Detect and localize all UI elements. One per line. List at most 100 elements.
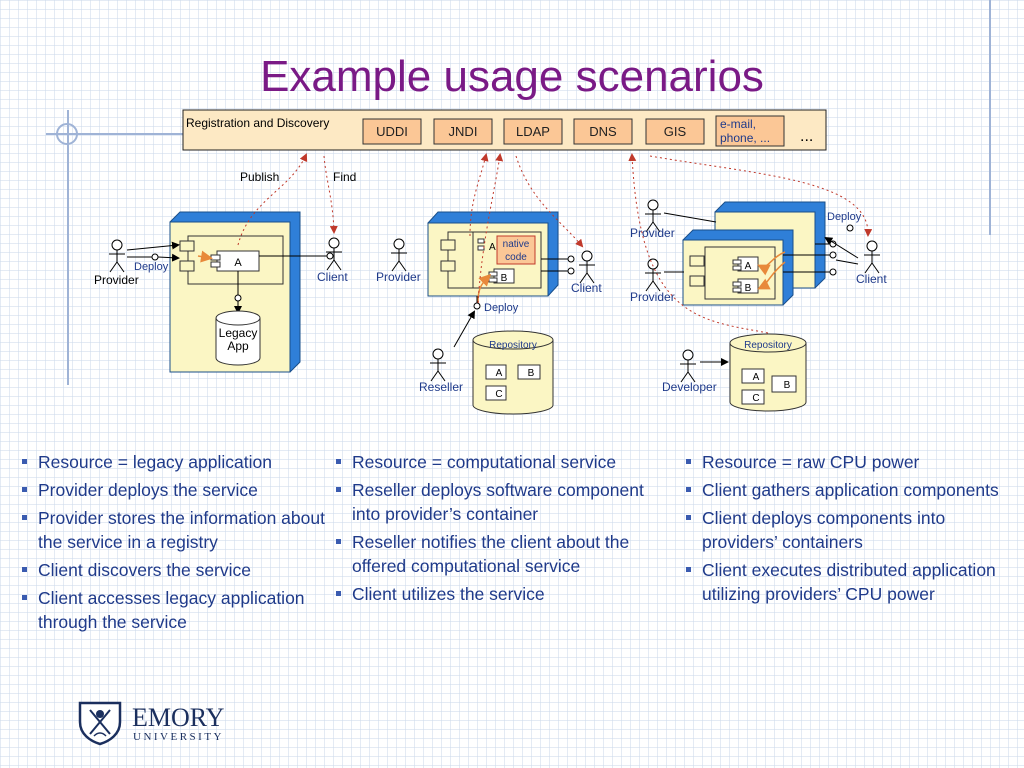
logo-subtitle: UNIVERSITY [133, 731, 224, 743]
client-actor-3 [864, 240, 880, 274]
list-item: Reseller deploys software component into… [334, 478, 669, 526]
client-actor-2 [579, 250, 595, 284]
svg-text:code: code [505, 252, 527, 263]
svg-text:phone, ...: phone, ... [720, 131, 770, 145]
logo-wordmark: EMORY [132, 703, 225, 732]
svg-text:A: A [496, 368, 503, 379]
svg-text:A: A [489, 242, 496, 253]
provider-actor-1 [109, 239, 125, 273]
native-code-box: native code [496, 235, 536, 265]
decor-vertical-line-left [67, 110, 69, 385]
bullet-icon [686, 459, 691, 464]
provider-container-3b [682, 239, 784, 306]
list-item: Client discovers the service [20, 558, 325, 582]
svg-text:C: C [752, 393, 759, 404]
list-item: Resource = legacy application [20, 450, 325, 474]
registry-bar: Registration and Discovery UDDI JNDI LDA… [182, 109, 827, 151]
usage-scenarios-diagram: Registration and Discovery UDDI JNDI LDA… [94, 109, 887, 415]
svg-text:B: B [528, 368, 535, 379]
client-label-2: Client [571, 281, 602, 295]
provider-label-3b: Provider [630, 290, 675, 304]
page-title: Example usage scenarios [260, 52, 764, 101]
client-label-3: Client [856, 272, 887, 286]
list-item: Client deploys components into providers… [684, 506, 999, 554]
bullet-icon [22, 567, 27, 572]
bullets-computational: Resource = computational service Reselle… [334, 450, 669, 610]
shield-icon [78, 701, 122, 746]
svg-text:DNS: DNS [589, 124, 617, 139]
deploy-label-3: Deploy [827, 211, 862, 223]
bullet-icon [336, 539, 341, 544]
service-jndi[interactable]: JNDI [433, 118, 493, 145]
bullet-icon [686, 487, 691, 492]
decor-circle [56, 123, 78, 145]
publish-label: Publish [240, 170, 279, 184]
component-b-3: B [732, 278, 759, 294]
provider-actor-2 [391, 238, 407, 272]
bullet-icon [22, 459, 27, 464]
repository-3: Repository A B C [729, 333, 807, 412]
developer-label: Developer [662, 380, 717, 394]
emory-logo: EMORY UNIVERSITY [78, 700, 248, 751]
list-item: Resource = raw CPU power [684, 450, 999, 474]
component-b-2: B [488, 268, 515, 284]
svg-text:B: B [501, 273, 508, 284]
svg-text:UDDI: UDDI [376, 124, 408, 139]
bullet-icon [22, 515, 27, 520]
client-actor-1 [326, 237, 342, 271]
repository-2: Repository A B C [472, 330, 554, 415]
component-a: A [210, 250, 260, 272]
bullet-icon [336, 591, 341, 596]
svg-text:B: B [784, 380, 791, 391]
svg-text:A: A [753, 372, 760, 383]
bullet-icon [686, 567, 691, 572]
list-item: Provider stores the information about th… [20, 506, 325, 554]
list-item: Client executes distributed application … [684, 558, 999, 606]
bullet-icon [22, 595, 27, 600]
svg-text:C: C [495, 389, 502, 400]
reseller-label: Reseller [419, 380, 463, 394]
svg-text:GIS: GIS [664, 124, 687, 139]
decor-vertical-line-right [989, 0, 991, 235]
bullet-icon [336, 459, 341, 464]
client-label-1: Client [317, 270, 348, 284]
svg-text:A: A [234, 257, 242, 269]
list-item: Reseller notifies the client about the o… [334, 530, 669, 578]
bullet-icon [686, 515, 691, 520]
provider-actor-3b [645, 258, 661, 292]
reseller-actor [430, 348, 446, 382]
registry-ellipsis: ... [800, 128, 813, 145]
bullet-icon [336, 487, 341, 492]
find-label: Find [333, 170, 356, 184]
component-a-3: A [732, 256, 759, 272]
list-item: Resource = computational service [334, 450, 669, 474]
svg-text:Repository: Repository [744, 340, 792, 351]
svg-text:native: native [503, 239, 530, 250]
provider-label-3a: Provider [630, 226, 675, 240]
service-gis[interactable]: GIS [645, 118, 705, 145]
service-dns[interactable]: DNS [573, 118, 633, 145]
provider-label-1: Provider [94, 273, 139, 287]
svg-text:B: B [745, 283, 752, 294]
deploy-label-1: Deploy [134, 261, 169, 273]
bullets-cpu-power: Resource = raw CPU power Client gathers … [684, 450, 999, 610]
scenario-legacy: A Legacy App Provider Deploy [94, 153, 356, 373]
svg-text:Legacy: Legacy [219, 326, 258, 340]
service-ldap[interactable]: LDAP [503, 118, 563, 145]
scenario-computational: native code A B Provider [376, 153, 602, 415]
decor-horizontal-line-left [46, 133, 183, 135]
svg-text:e-mail,: e-mail, [720, 117, 756, 131]
list-item: Client gathers application components [684, 478, 999, 502]
service-uddi[interactable]: UDDI [362, 118, 422, 145]
provider-actor-3a [645, 199, 661, 233]
svg-text:Repository: Repository [489, 340, 537, 351]
svg-text:App: App [227, 339, 249, 353]
legacy-app-db: Legacy App [215, 310, 261, 366]
svg-text:JNDI: JNDI [449, 124, 478, 139]
registry-label: Registration and Discovery [186, 116, 329, 130]
service-email-phone[interactable]: e-mail, phone, ... [715, 115, 785, 147]
svg-text:LDAP: LDAP [516, 124, 550, 139]
developer-actor [680, 349, 696, 383]
scenario-cpu-power: A B Deploy Provider [628, 153, 887, 412]
bullets-legacy: Resource = legacy application Provider d… [20, 450, 325, 638]
